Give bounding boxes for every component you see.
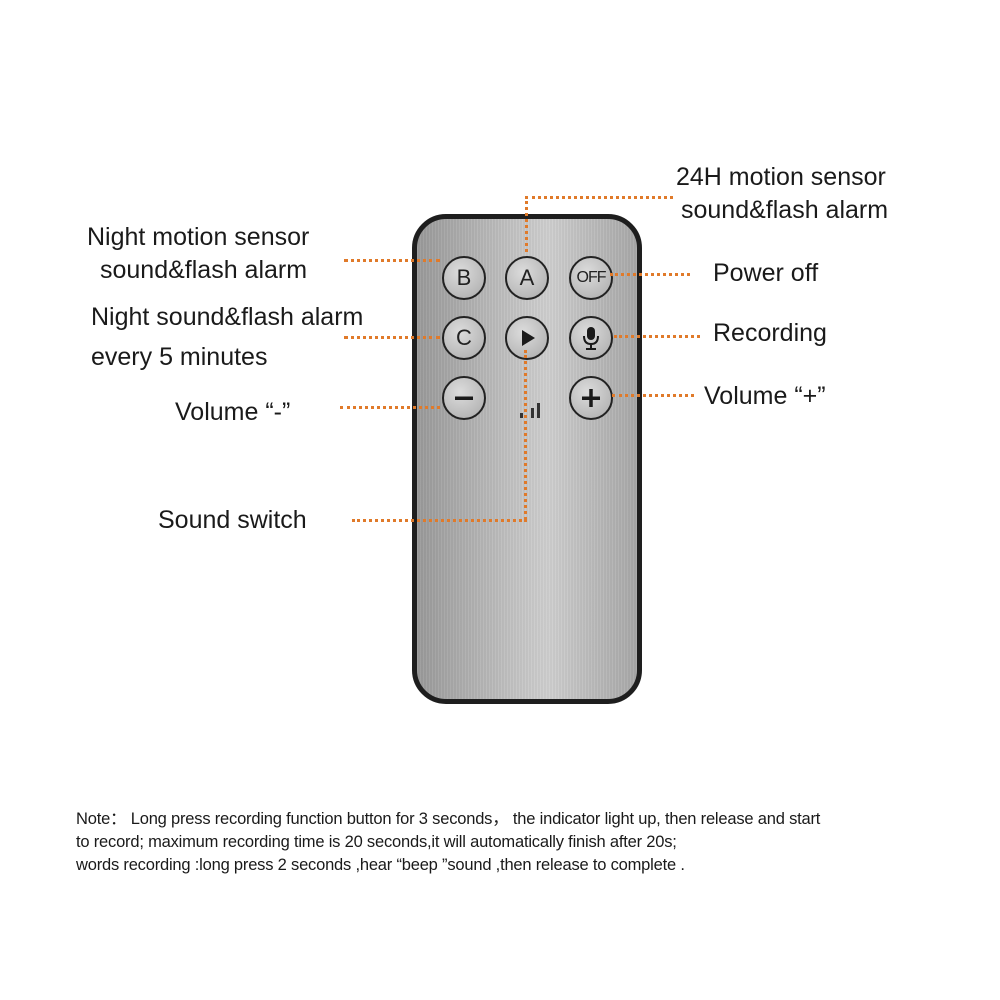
- button-record[interactable]: [569, 316, 613, 360]
- note-line-3: words recording :long press 2 seconds ,h…: [76, 856, 685, 874]
- leader-sound-switch-horizontal: [352, 519, 527, 522]
- button-volume-plus[interactable]: [569, 376, 613, 420]
- button-volume-minus[interactable]: [442, 376, 486, 420]
- button-b-label: B: [456, 265, 472, 290]
- label-night-sound-line1: Night sound&flash alarm: [91, 303, 364, 331]
- leader-night-sound: [344, 336, 440, 339]
- label-night-sound-line2: every 5 minutes: [91, 343, 268, 371]
- label-power-off: Power off: [713, 259, 819, 287]
- label-night-motion-line1: Night motion sensor: [87, 223, 310, 251]
- remote-control: B A OFF C: [412, 214, 642, 704]
- leader-power-off: [610, 273, 690, 276]
- note-line-2: to record; maximum recording time is 20 …: [76, 833, 677, 851]
- leader-night-motion: [344, 259, 440, 262]
- label-24h-motion-line1: 24H motion sensor: [676, 163, 886, 191]
- label-volume-plus: Volume “+”: [704, 382, 826, 410]
- label-24h-motion-line2: sound&flash alarm: [681, 196, 889, 224]
- minus-icon: [455, 396, 473, 400]
- label-recording: Recording: [713, 319, 827, 347]
- button-a-label: A: [519, 265, 535, 290]
- leader-24h-horizontal: [525, 196, 673, 199]
- leader-recording: [614, 335, 700, 338]
- signal-bars-icon: [520, 403, 540, 418]
- play-icon: [522, 330, 535, 346]
- button-b[interactable]: B: [442, 256, 486, 300]
- button-c-label: C: [456, 325, 472, 350]
- leader-volume-plus: [612, 394, 694, 397]
- button-c[interactable]: C: [442, 316, 486, 360]
- label-sound-switch: Sound switch: [158, 506, 307, 534]
- button-a[interactable]: A: [505, 256, 549, 300]
- label-night-motion-line2: sound&flash alarm: [100, 256, 308, 284]
- note-line-1: Note： Long press recording function butt…: [76, 810, 821, 828]
- button-off[interactable]: OFF: [569, 256, 613, 300]
- button-play[interactable]: [505, 316, 549, 360]
- leader-24h-vertical: [525, 196, 528, 252]
- button-off-label: OFF: [576, 269, 607, 286]
- leader-sound-switch-vertical: [524, 350, 527, 520]
- leader-volume-minus: [340, 406, 440, 409]
- microphone-icon: [583, 327, 599, 350]
- usage-note: Note： Long press recording function butt…: [76, 808, 956, 877]
- label-volume-minus: Volume “-”: [175, 398, 291, 426]
- plus-icon: [582, 389, 600, 407]
